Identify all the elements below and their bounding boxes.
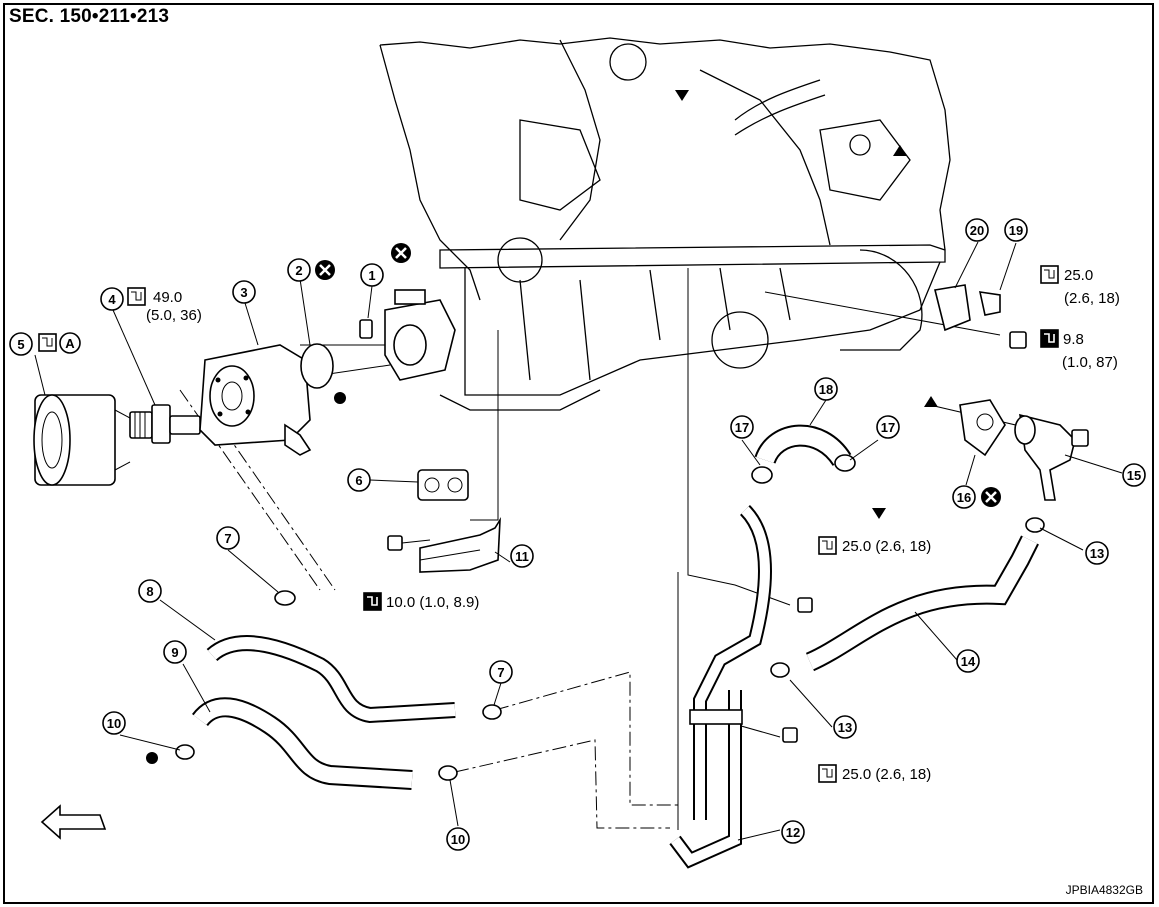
- torque-mid: 25.0 (2.6, 18): [842, 538, 931, 555]
- hose-18: [751, 424, 856, 484]
- svg-text:10: 10: [107, 716, 121, 731]
- water-pipe: [669, 505, 772, 869]
- engine-block: [379, 37, 951, 411]
- callout-leaders: [34, 241, 1123, 841]
- torque-10: 10.0 (1.0, 8.9): [386, 594, 479, 611]
- svg-text:A: A: [65, 336, 75, 351]
- callout-5: 5: [9, 332, 33, 356]
- svg-text:5: 5: [17, 337, 24, 352]
- o-ring: [300, 343, 334, 389]
- svg-text:17: 17: [881, 420, 895, 435]
- dowel-pin: [359, 319, 373, 339]
- torque-bottom: 25.0 (2.6, 18): [842, 766, 931, 783]
- callout-7b: 7: [489, 660, 513, 684]
- section-reference: SEC. 150•211•213: [9, 6, 170, 27]
- hose-clamps: [175, 590, 502, 781]
- callout-9: 9: [163, 640, 187, 664]
- oil-filter: [33, 394, 131, 486]
- callout-19: 19: [1004, 218, 1028, 242]
- hose-14: [805, 535, 1039, 672]
- torque-symbols: [38, 265, 1059, 783]
- svg-text:18: 18: [819, 382, 833, 397]
- front-arrow: [40, 804, 107, 840]
- callout-7a: 7: [216, 526, 240, 550]
- callout-6: 6: [347, 468, 371, 492]
- oil-cooler: [199, 344, 312, 456]
- callout-15: 15: [1122, 463, 1146, 487]
- callout-2: 2: [287, 258, 311, 282]
- callout-1: 1: [360, 263, 384, 287]
- svg-text:9: 9: [171, 645, 178, 660]
- callout-11: 11: [510, 544, 534, 568]
- svg-text:8: 8: [146, 584, 153, 599]
- torque-specs: 49.0 (5.0, 36) 25.0 (2.6, 18) 9.8 (1.0, …: [146, 267, 1120, 783]
- torque-98-line1: 9.8: [1063, 331, 1084, 348]
- svg-text:2: 2: [295, 263, 302, 278]
- svg-text:1: 1: [368, 268, 375, 283]
- svg-text:11: 11: [515, 549, 529, 564]
- dot-mark: [334, 392, 346, 404]
- callout-13b: 13: [833, 715, 857, 739]
- callout-10b: 10: [446, 827, 470, 851]
- connector-bolt: [129, 404, 201, 444]
- svg-text:15: 15: [1127, 468, 1141, 483]
- svg-text:4: 4: [108, 292, 116, 307]
- callout-16: 16: [952, 485, 976, 509]
- do-not-reuse-marks: [315, 243, 1001, 507]
- svg-text:16: 16: [957, 490, 971, 505]
- callout-14: 14: [956, 649, 980, 673]
- bolt: [387, 535, 431, 551]
- svg-text:7: 7: [497, 665, 504, 680]
- callout-3: 3: [232, 280, 256, 304]
- callout-4: 4: [100, 287, 124, 311]
- bracket-20-and-clip-19: [934, 284, 1089, 447]
- callout-13a: 13: [1085, 541, 1109, 565]
- callout-8: 8: [138, 579, 162, 603]
- coolant-housing: [384, 289, 456, 381]
- dot-mark: [146, 752, 158, 764]
- svg-text:7: 7: [224, 531, 231, 546]
- callout-12: 12: [781, 820, 805, 844]
- torque-4-line1: 49.0: [153, 289, 182, 306]
- bracket: [419, 516, 501, 573]
- torque-4-line2: (5.0, 36): [146, 307, 202, 324]
- figure-code: JPBIA4832GB: [1065, 883, 1143, 897]
- callout-17a: 17: [730, 415, 754, 439]
- svg-text:17: 17: [735, 420, 749, 435]
- torque-right-line2: (2.6, 18): [1064, 290, 1120, 307]
- grease-mark: A: [59, 332, 81, 354]
- callout-18: 18: [814, 377, 838, 401]
- svg-text:10: 10: [451, 832, 465, 847]
- water-inlet-pipe: [1014, 413, 1076, 501]
- svg-text:19: 19: [1009, 223, 1023, 238]
- engine-arrow-marks: [675, 90, 938, 519]
- diagram-frame: [3, 3, 1154, 904]
- torque-right-line1: 25.0: [1064, 267, 1093, 284]
- gasket-16: [959, 399, 1006, 457]
- svg-text:12: 12: [786, 825, 800, 840]
- callout-10a: 10: [102, 711, 126, 735]
- callout-20: 20: [965, 218, 989, 242]
- callout-17b: 17: [876, 415, 900, 439]
- svg-text:13: 13: [838, 720, 852, 735]
- svg-text:3: 3: [240, 285, 247, 300]
- svg-text:20: 20: [970, 223, 984, 238]
- torque-98-line2: (1.0, 87): [1062, 354, 1118, 371]
- svg-text:13: 13: [1090, 546, 1104, 561]
- bolts-center: [770, 517, 1045, 743]
- svg-text:6: 6: [355, 473, 362, 488]
- hose-clip: [417, 469, 469, 501]
- svg-text:14: 14: [961, 654, 976, 669]
